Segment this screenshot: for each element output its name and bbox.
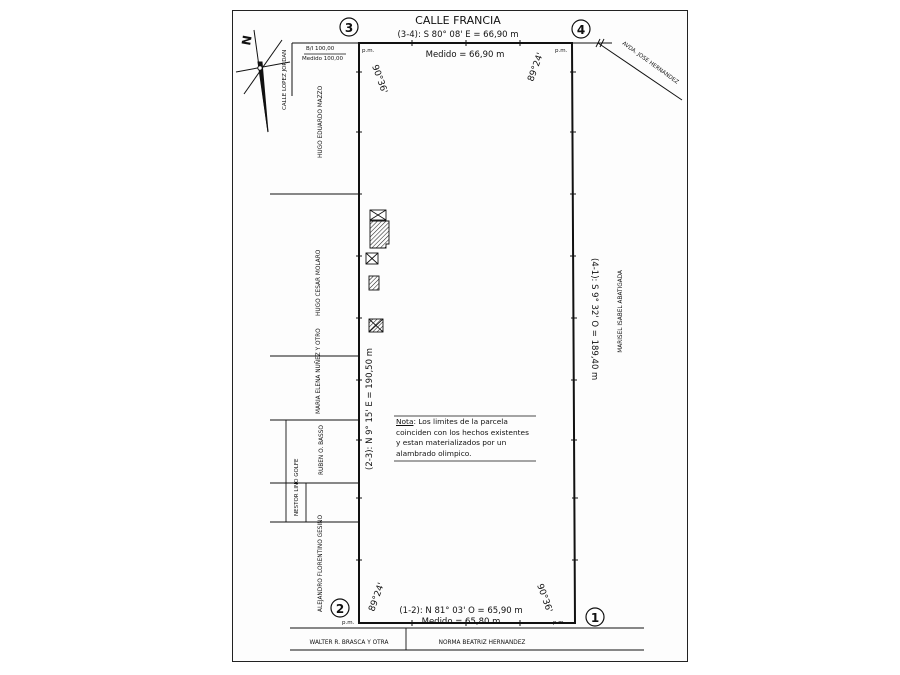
neighbor-right: MARISEL ISABEL ABATIGADA	[618, 270, 624, 353]
building-crossed-hatched	[368, 318, 384, 333]
survey-plan-sheet	[232, 10, 688, 662]
side-4-1-label: (4-1): S 9° 32' O = 189,40 m	[589, 258, 599, 380]
measured-bottom-label: Medido = 65,80 m	[422, 617, 501, 627]
neighbor-bottom-2: NORMA BEATRIZ HERNANDEZ	[439, 640, 526, 646]
vertex-2-label: 2	[336, 602, 344, 616]
neighbor-divisions	[270, 193, 644, 651]
vertex-2-circle	[330, 598, 350, 618]
parcel-boundary	[358, 42, 577, 624]
neighbor-left-3: MARIA ELENA NUÑEZ Y OTRO	[315, 328, 322, 414]
building-hatched-small	[368, 275, 380, 291]
note-body: : Los limites de la parcela coinciden co…	[396, 417, 529, 458]
street-top-label: CALLE FRANCIA	[415, 14, 501, 27]
neighbor-left-6: ALEJANDRO FLORENTINO GESINO	[318, 515, 324, 612]
building-hatched-main	[369, 220, 390, 249]
building-crossed-small	[365, 252, 379, 265]
fence-markers	[356, 40, 578, 626]
neighbor-left-1: HUGO EDUARDO MAZZO	[318, 85, 324, 158]
note-text: Nota: Los limites de la parcela coincide…	[396, 417, 534, 459]
building-crossed-top	[369, 209, 387, 221]
vertex-4-label: 4	[577, 23, 585, 37]
street-left-label: CALLE LOPEZ JORDAN	[282, 50, 288, 110]
vertex-1-label: 1	[591, 611, 599, 625]
small-table-line1: B/I 100,00	[306, 46, 335, 52]
neighbor-bottom-1: WALTER R. BRASCA Y OTRA	[310, 640, 389, 646]
pm-label-3: p.m.	[362, 48, 375, 54]
small-table-line2: Medido 100,00	[302, 56, 343, 62]
pm-label-2: p.m.	[342, 620, 355, 626]
note-label: Nota	[396, 417, 414, 426]
neighbor-left-2: HUGO CESAR MOLARO	[316, 249, 322, 316]
vertex-1-circle	[585, 607, 605, 627]
side-1-2-label: (1-2): N 81° 03' O = 65,90 m	[399, 606, 522, 616]
vertex-4-circle	[571, 19, 591, 39]
vertex-3-circle	[339, 17, 359, 37]
angle-vertex-4: 89°24'	[526, 52, 546, 84]
angle-vertex-2: 89°24'	[367, 582, 387, 614]
north-label: N	[239, 34, 255, 46]
neighbor-left-5: NESTOR LINO GOLFE	[294, 458, 300, 516]
street-lines	[290, 38, 683, 629]
side-2-3-label: (2-3): N 9° 15' E = 190,50 m	[365, 348, 375, 470]
pm-label-1: p.m.	[553, 620, 566, 626]
angle-vertex-3: 90°36'	[369, 64, 389, 96]
angle-vertex-1: 90°36'	[534, 583, 554, 615]
side-3-4-label: (3-4): S 80° 08' E = 66,90 m	[397, 30, 518, 40]
vertex-3-label: 3	[345, 21, 353, 35]
north-arrow-icon	[235, 29, 291, 133]
measured-top-label: Medido = 66,90 m	[426, 50, 505, 60]
pm-label-4: p.m.	[555, 48, 568, 54]
neighbor-left-4: RUBEN O. BASSO	[319, 425, 325, 475]
